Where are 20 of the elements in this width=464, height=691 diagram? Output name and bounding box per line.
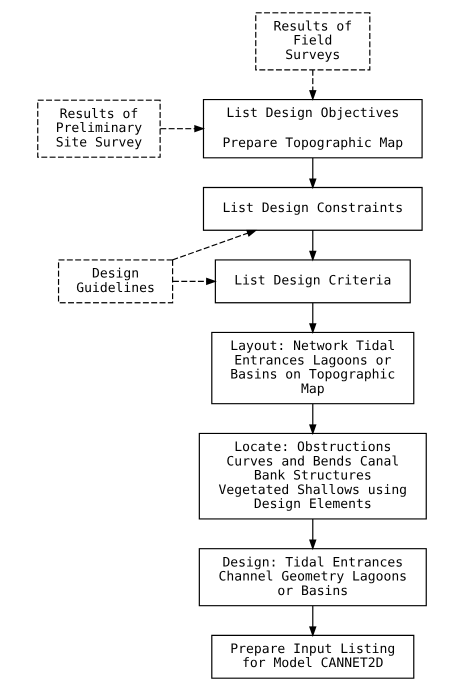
node-box: Design: Tidal Entrances Channel Geometry Lagoons or Basins	[198, 548, 427, 606]
arrow	[309, 404, 317, 436]
arrow	[309, 302, 317, 334]
arrow	[172, 230, 258, 260]
node-box: Prepare Input Listing for Model CANNET2D	[211, 634, 414, 679]
arrow	[309, 230, 317, 262]
arrow	[309, 158, 317, 190]
node-box: Design Guidelines	[58, 259, 174, 304]
node-box: Results of Field Surveys	[255, 12, 370, 70]
arrow	[309, 606, 317, 638]
node-box: List Design Criteria	[214, 259, 411, 304]
node-box: Results of Preliminary Site Survey	[37, 100, 161, 158]
node-box: List Design Objectives Prepare Topographic Map	[202, 98, 423, 158]
arrow	[172, 278, 217, 286]
node-box: Locate: Obstructions Curves and Bends Canal Bank Structures Vegetated Shallows using Design Elements	[198, 432, 427, 520]
arrow	[309, 70, 317, 101]
node-box: List Design Constraints	[202, 186, 423, 231]
arrow	[160, 124, 206, 132]
node-box: Layout: Network Tidal Entrances Lagoons or Basins on Topographic Map	[211, 332, 414, 404]
arrow	[309, 519, 317, 550]
